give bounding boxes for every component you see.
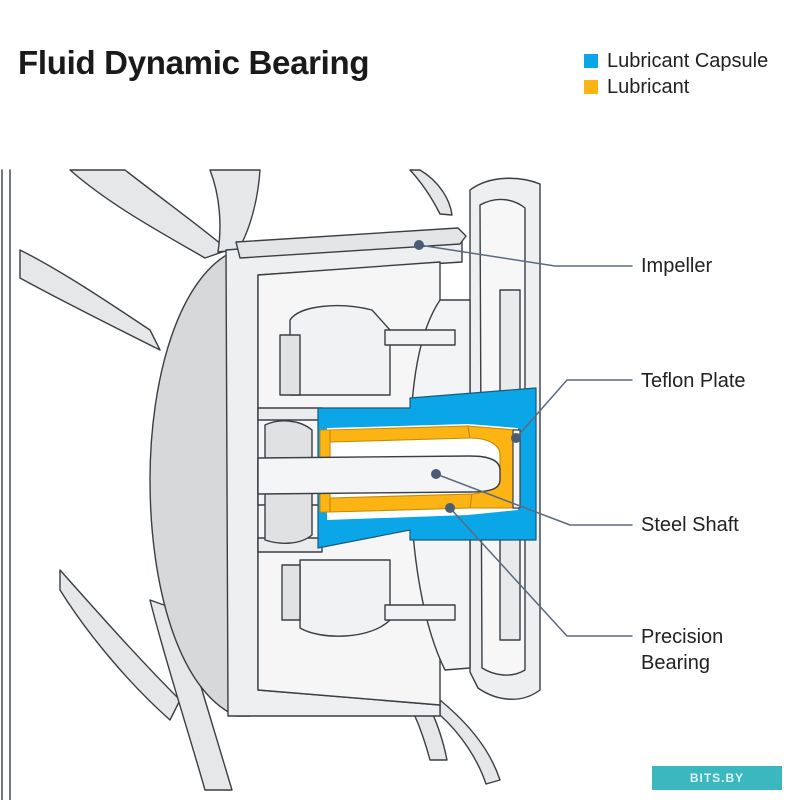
legend-swatch-lubricant-capsule [584,54,598,68]
leader-lines [418,244,633,637]
legend-label-lubricant: Lubricant [607,75,690,98]
legend-label-lubricant-capsule: Lubricant Capsule [607,49,769,72]
callout-precision-bearing-line2: Bearing [641,652,710,674]
teflon-plate [512,429,521,509]
callout-teflon-plate: Teflon Plate [641,370,746,392]
watermark-logo: BITS.BY [652,766,782,790]
lubricant [319,425,516,513]
leader-precision-bearing [449,507,633,637]
impeller-top-rim [235,227,467,259]
legend-item-lubricant-capsule: Lubricant Capsule [584,48,768,74]
callout-precision-bearing: Precision Bearing [641,624,723,676]
dot-impeller [414,240,424,250]
dot-steel-shaft [431,469,441,479]
dot-teflon-plate [511,433,521,443]
leader-impeller [418,244,633,267]
legend-swatch-lubricant [584,80,598,94]
fan-frame-left [1,169,11,800]
legend-item-lubricant: Lubricant [584,74,768,100]
legend: Lubricant Capsule Lubricant [584,48,768,100]
impeller-hub-front [149,249,251,717]
callout-impeller: Impeller [641,255,713,277]
hub-internals [279,305,456,637]
dot-precision-bearing [445,503,455,513]
diagram-title: Fluid Dynamic Bearing [18,44,370,81]
callout-precision-bearing-line1: Precision [641,626,724,648]
steel-shaft [257,455,501,495]
leader-dots [414,240,521,513]
callout-steel-shaft: Steel Shaft [641,514,739,536]
leader-teflon-plate [515,379,633,439]
leader-steel-shaft [435,473,633,526]
